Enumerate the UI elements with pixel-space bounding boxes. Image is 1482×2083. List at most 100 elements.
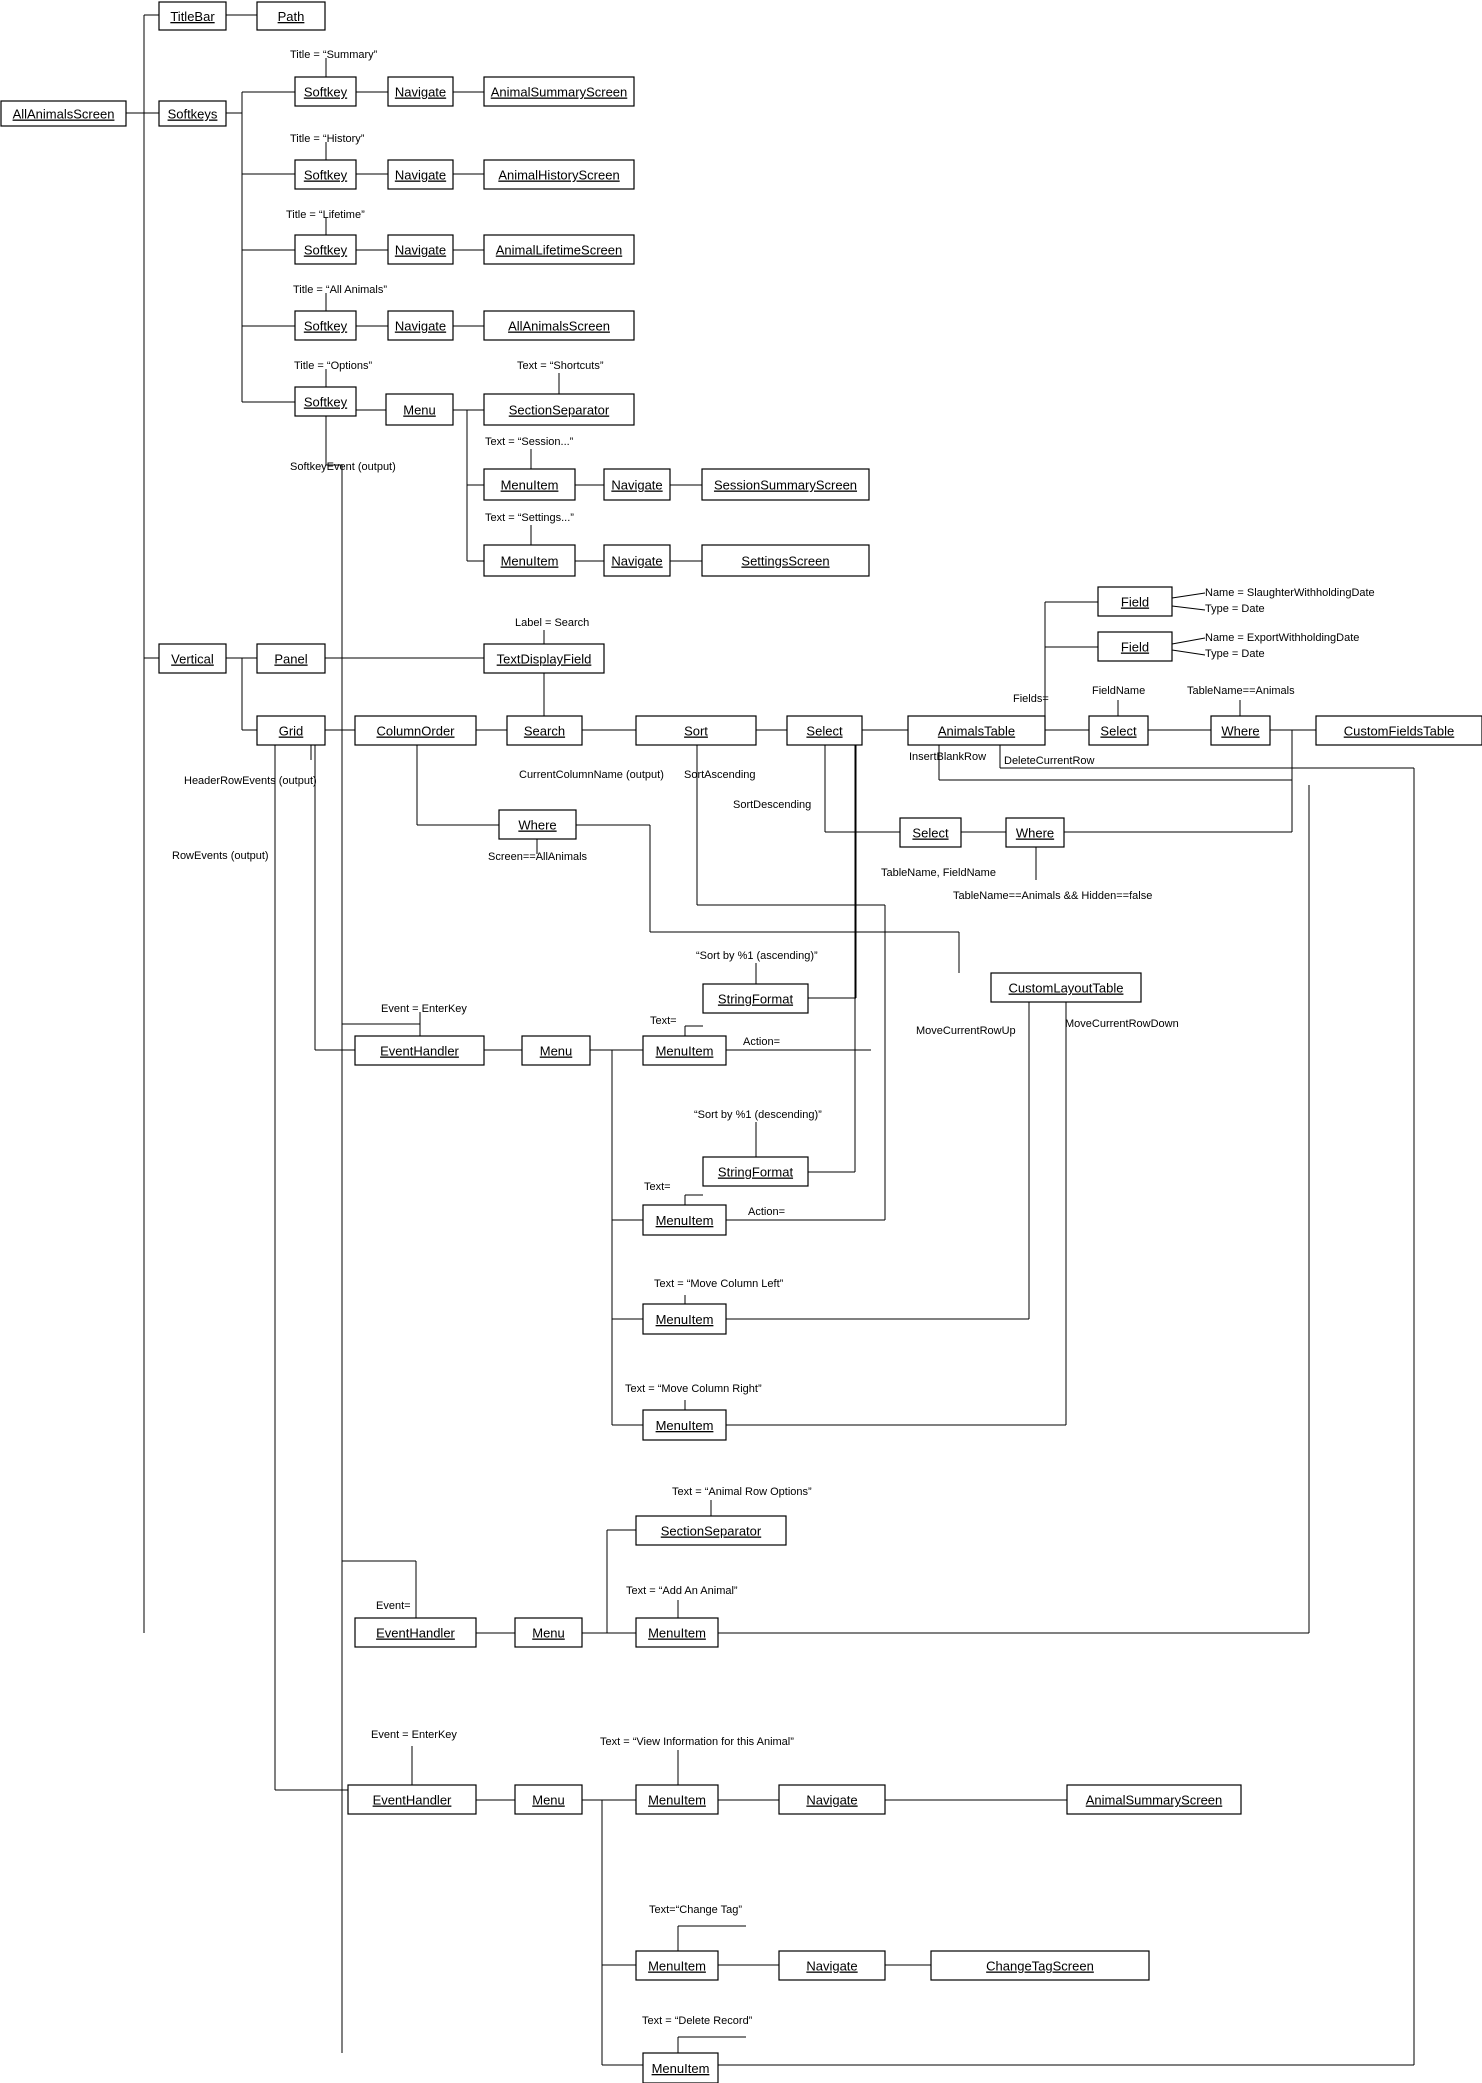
node-label: EventHandler	[373, 1793, 452, 1808]
node-box	[354, 1035, 485, 1066]
node-box	[642, 1204, 727, 1236]
node-scr7: AnimalSummaryScreen	[1066, 1784, 1242, 1815]
diagram-annotations: Title = “Summary”Title = “History”Title …	[172, 49, 1375, 2027]
node-sk2: Softkey	[294, 159, 357, 190]
node-allanimals: AllAnimalsScreen	[0, 100, 127, 127]
node-label: MenuItem	[656, 1312, 714, 1327]
annotation-t_viewinfo: Text = “View Information for this Animal…	[600, 1736, 794, 1748]
node-box	[701, 468, 870, 501]
node-label: Navigate	[806, 1959, 857, 1974]
node-box	[294, 234, 357, 265]
annotation-t_fields: Fields=	[1013, 693, 1049, 705]
node-label: StringFormat	[718, 1165, 794, 1180]
node-mi2: MenuItem	[483, 544, 576, 577]
annotation-t_shortcuts: Text = “Shortcuts”	[517, 360, 604, 372]
node-sort: Sort	[635, 715, 757, 746]
annotation-t_labelsearch: Label = Search	[515, 617, 589, 629]
annotation-t_fieldname: FieldName	[1092, 685, 1145, 697]
node-label: MenuItem	[656, 1213, 714, 1228]
node-select1: Select	[786, 715, 863, 746]
node-where2: Where	[498, 809, 577, 840]
node-label: ColumnOrder	[376, 724, 455, 739]
node-sep2: SectionSeparator	[635, 1515, 787, 1546]
connector-lines	[126, 14, 1415, 2066]
node-customlayout: CustomLayoutTable	[990, 972, 1142, 1003]
node-label: MenuItem	[501, 478, 559, 493]
node-label: SessionSummaryScreen	[714, 478, 857, 493]
node-grid: Grid	[256, 715, 326, 746]
annotation-t_action2: Action=	[748, 1206, 785, 1218]
annotation-t_enterkey1: Event = EnterKey	[381, 1003, 467, 1015]
node-vertical: Vertical	[158, 643, 227, 674]
node-label: Path	[278, 9, 305, 24]
node-label: Navigate	[395, 168, 446, 183]
node-label: Softkey	[304, 319, 348, 334]
node-label: EventHandler	[376, 1626, 455, 1641]
node-label: MenuItem	[501, 554, 559, 569]
node-box	[786, 715, 863, 746]
node-label: SectionSeparator	[509, 403, 610, 418]
node-box	[483, 76, 635, 107]
node-box	[483, 159, 635, 190]
node-box	[294, 159, 357, 190]
node-label: Softkeys	[168, 107, 218, 122]
node-mi3: MenuItem	[642, 1035, 727, 1066]
node-eh1: EventHandler	[354, 1035, 485, 1066]
node-nav7: Navigate	[778, 1784, 886, 1815]
node-label: Select	[912, 826, 949, 841]
node-nav6: Navigate	[603, 544, 671, 577]
node-label: Search	[524, 724, 565, 739]
node-textdisp: TextDisplayField	[483, 643, 605, 674]
node-select3: Select	[899, 817, 962, 848]
node-label: Softkey	[304, 243, 348, 258]
node-box	[483, 643, 605, 674]
node-box	[603, 468, 671, 501]
node-box	[506, 715, 583, 746]
node-label: Select	[1100, 724, 1137, 739]
node-box	[907, 715, 1046, 746]
node-box	[642, 2052, 719, 2083]
annotation-t_headerrow: HeaderRowEvents (output)	[184, 775, 317, 787]
node-box	[387, 159, 454, 190]
node-where1: Where	[1210, 715, 1271, 746]
node-label: Where	[518, 818, 556, 833]
node-nav1: Navigate	[387, 76, 454, 107]
node-field1: Field	[1097, 586, 1173, 617]
node-label: Softkey	[304, 395, 348, 410]
node-box	[778, 1950, 886, 1981]
annotation-t_sortbydesc: “Sort by %1 (descending)”	[694, 1109, 822, 1121]
node-box	[385, 393, 454, 426]
node-label: MenuItem	[648, 1959, 706, 1974]
annotation-t_screen: Screen==AllAnimals	[488, 851, 588, 863]
node-box	[256, 643, 326, 674]
node-label: Menu	[532, 1793, 565, 1808]
node-label: AnimalSummaryScreen	[1086, 1793, 1223, 1808]
node-path: Path	[256, 1, 326, 31]
node-label: Where	[1221, 724, 1259, 739]
node-box	[387, 76, 454, 107]
node-box	[990, 972, 1142, 1003]
node-label: Vertical	[171, 652, 214, 667]
annotation-t_event: Event=	[376, 1600, 411, 1612]
annotation-t_history: Title = “History”	[290, 133, 365, 145]
annotation-t_deleterec: Text = “Delete Record”	[642, 2015, 753, 2027]
node-label: Navigate	[395, 85, 446, 100]
node-nav8: Navigate	[778, 1950, 886, 1981]
annotation-t_text1: Text=	[650, 1015, 677, 1027]
node-label: Navigate	[395, 319, 446, 334]
node-box	[701, 544, 870, 577]
node-menu1: Menu	[385, 393, 454, 426]
annotation-t_movedown: MoveCurrentRowDown	[1065, 1018, 1179, 1030]
node-box	[483, 544, 576, 577]
annotation-t_addanimal: Text = “Add An Animal”	[626, 1585, 738, 1597]
annotation-t_rowevents: RowEvents (output)	[172, 850, 269, 862]
annotation-t_insertblank: InsertBlankRow	[909, 751, 986, 763]
node-label: Menu	[403, 403, 436, 418]
node-mi6: MenuItem	[642, 1409, 727, 1441]
node-mi1: MenuItem	[483, 468, 576, 501]
annotation-t_options: Title = “Options”	[294, 360, 372, 372]
node-sk3: Softkey	[294, 234, 357, 265]
node-box	[483, 310, 635, 341]
node-label: Navigate	[611, 554, 662, 569]
node-box	[354, 715, 477, 746]
